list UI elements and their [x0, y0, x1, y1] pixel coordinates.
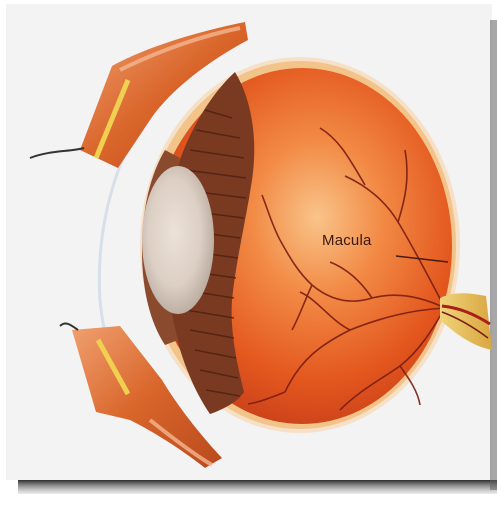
macula-label: Macula — [322, 232, 372, 250]
panel-shadow — [18, 480, 497, 494]
lens — [142, 166, 214, 314]
panel-shadow-side — [490, 20, 497, 490]
